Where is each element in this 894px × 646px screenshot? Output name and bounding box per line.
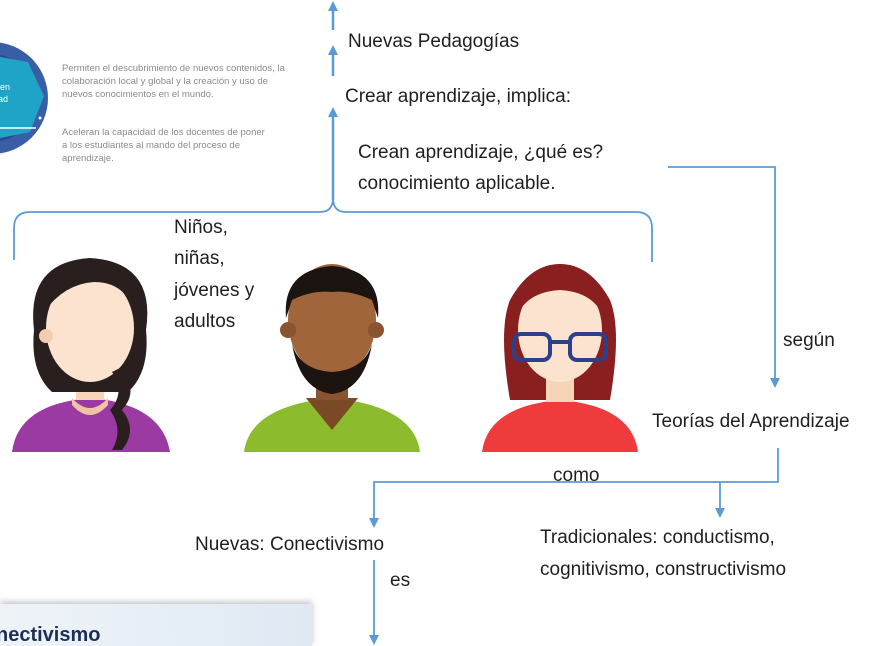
node-learners-line2: niñas, xyxy=(174,248,225,269)
connector-segun xyxy=(668,166,780,388)
avatar-man-icon xyxy=(244,264,420,452)
node-nuevas-conectivismo: Nuevas: Conectivismo xyxy=(195,534,385,555)
avatar-girl-braid-icon xyxy=(12,258,170,452)
label-es: es xyxy=(390,570,411,591)
label-como: como xyxy=(553,465,600,486)
node-teorias-aprendizaje: Teorías del Aprendizaje xyxy=(652,411,850,432)
connector-como xyxy=(369,448,779,528)
label-segun: según xyxy=(783,330,835,351)
node-learners-line3: jóvenes y xyxy=(174,280,255,301)
node-nuevas-pedagogias: Nuevas Pedagogías xyxy=(348,31,520,52)
learners-brace xyxy=(13,197,653,262)
node-learners-line1: Niños, xyxy=(174,217,228,238)
node-crean-aprendizaje-line1: Crean aprendizaje, ¿qué es? xyxy=(358,142,604,163)
infographic-globe-icon: en ad xyxy=(0,42,48,154)
infographic-text-1: Permiten el descubrimiento de nuevos con… xyxy=(62,63,285,100)
node-learners-line4: adultos xyxy=(174,311,236,332)
svg-text:ad: ad xyxy=(0,94,8,104)
node-crean-aprendizaje-line2: conocimiento aplicable. xyxy=(358,173,556,194)
infographic-text-2: Aceleran la capacidad de los docentes de… xyxy=(62,127,265,164)
conectivismo-thumbnail: nectivismo xyxy=(0,604,312,646)
node-crear-aprendizaje: Crear aprendizaje, implica: xyxy=(345,86,571,107)
avatar-woman-glasses-icon xyxy=(482,264,638,452)
node-tradicionales-line2: cognitivismo, constructivismo xyxy=(540,559,787,580)
thumbnail-title: nectivismo xyxy=(0,624,101,646)
svg-text:en: en xyxy=(0,82,10,92)
node-tradicionales-line1: Tradicionales: conductismo, xyxy=(540,527,775,548)
